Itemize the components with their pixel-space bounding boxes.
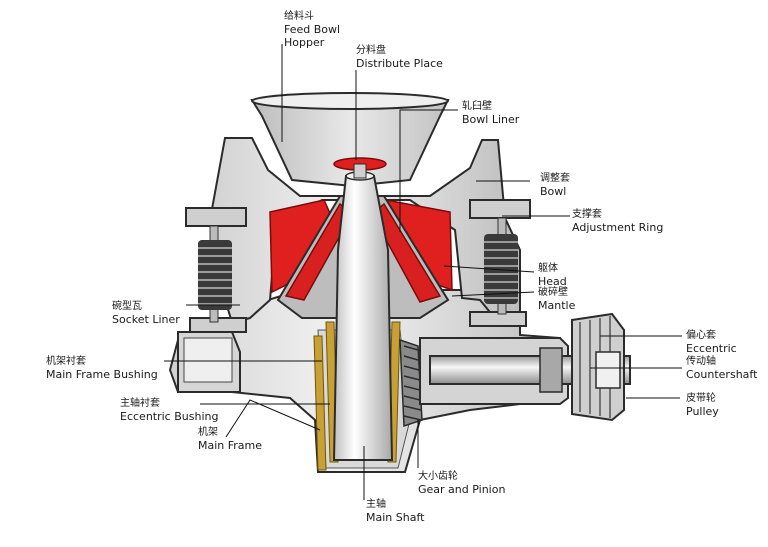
label-eccentric: 偏心套 Eccentric (686, 330, 737, 355)
spring-right (484, 217, 518, 315)
socket-plate (183, 337, 233, 383)
label-socket-liner: 碗型瓦 Socket Liner (112, 301, 180, 326)
label-gear-and-pinion: 大小齿轮 Gear and Pinion (418, 471, 506, 496)
distribute-plate-stem (353, 163, 367, 179)
pulley-hub (595, 351, 621, 389)
label-bowl: 调整套 Bowl (540, 173, 570, 198)
label-main-frame-bushing: 机架衬套 Main Frame Bushing (46, 356, 158, 381)
countershaft-bearing (539, 347, 563, 393)
gear-teeth (403, 345, 422, 421)
pulley-grooves (579, 316, 611, 418)
label-adjustment-ring: 支撑套 Adjustment Ring (572, 209, 664, 234)
adjustment-ring-right (469, 199, 531, 219)
label-countershaft: 传动轴 Countershaft (686, 356, 758, 381)
label-main-frame: 机架 Main Frame (198, 427, 263, 452)
label-distribute-place: 分料盘 Distribute Place (356, 45, 443, 70)
label-head: 躯体 Head (538, 263, 567, 288)
label-feed-bowl-hopper: 给料斗 Feed Bowl Hopper (284, 11, 341, 49)
label-eccentric-bushing: 主轴衬套 Eccentric Bushing (120, 398, 219, 423)
label-mantle: 破碎壁 Mantle (538, 287, 576, 312)
feed-hopper-rim (251, 92, 449, 110)
adjustment-ring-left (185, 207, 247, 227)
main-frame-bushing (313, 335, 327, 471)
gear (399, 338, 423, 428)
label-main-shaft: 主轴 Main Shaft (366, 499, 425, 524)
label-bowl-liner: 轧臼壁 Bowl Liner (462, 101, 520, 126)
label-pulley: 皮带轮 Pulley (686, 393, 719, 418)
spring-left (198, 225, 232, 323)
leader-lines (164, 44, 682, 500)
